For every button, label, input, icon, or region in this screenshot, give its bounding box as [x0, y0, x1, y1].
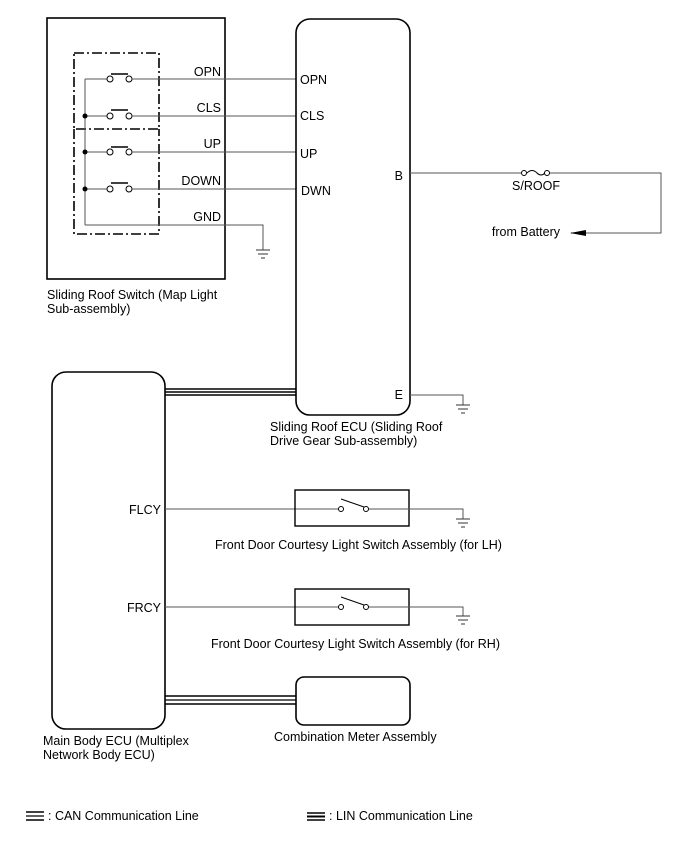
sliding-roof-switch-label-1: Sliding Roof Switch (Map Light — [47, 288, 218, 302]
ground-icon — [456, 615, 470, 625]
switch-group-lower-dashed — [73, 129, 160, 235]
door-switch-lh-label: Front Door Courtesy Light Switch Assembl… — [215, 538, 502, 552]
main-body-ecu-label-1: Main Body ECU (Multiplex — [43, 734, 190, 748]
main-body-ecu-box — [51, 371, 166, 730]
door-switch-rh-icon — [338, 596, 369, 610]
ecu-pin-cls: CLS — [300, 109, 324, 123]
battery-source-label: from Battery — [492, 225, 561, 239]
door-switch-rh-label: Front Door Courtesy Light Switch Assembl… — [211, 637, 500, 651]
lin-legend-label: : LIN Communication Line — [329, 809, 473, 823]
sliding-roof-ecu-label-1: Sliding Roof ECU (Sliding Roof — [270, 420, 443, 434]
junction-dot — [82, 113, 88, 119]
ground-icon — [256, 249, 270, 259]
ecu-pin-e: E — [395, 388, 403, 402]
main-ecu-pin-flcy: FLCY — [129, 503, 162, 517]
sliding-roof-switch-label-2: Sub-assembly) — [47, 302, 130, 316]
ecu-pin-dwn: DWN — [301, 184, 331, 198]
wire-gnd — [85, 224, 264, 250]
switch-group-upper-dashed — [73, 52, 160, 130]
main-ecu-pin-frcy: FRCY — [127, 601, 162, 615]
sliding-roof-switch-box — [46, 17, 226, 280]
push-switch-down — [106, 182, 133, 193]
fuse-icon — [521, 170, 550, 176]
switch-pin-gnd: GND — [193, 210, 221, 224]
push-switch-opn — [106, 73, 133, 83]
combination-meter-label: Combination Meter Assembly — [274, 730, 437, 744]
lin-line-sliding-roof — [165, 388, 296, 396]
can-legend-icon — [26, 811, 44, 821]
wire-lh-ground — [369, 508, 464, 519]
wire-battery — [550, 172, 662, 234]
push-switch-cls — [106, 109, 133, 120]
push-switch-up — [106, 146, 133, 156]
junction-dot — [82, 149, 88, 155]
door-switch-lh-icon — [338, 498, 369, 512]
switch-pin-up: UP — [204, 137, 221, 151]
lin-legend-icon — [307, 812, 325, 821]
sliding-roof-ecu-label-2: Drive Gear Sub-assembly) — [270, 434, 417, 448]
sliding-roof-ecu-box — [295, 18, 411, 416]
ground-icon — [456, 404, 470, 414]
junction-dot — [82, 186, 88, 192]
switch-pin-opn: OPN — [194, 65, 221, 79]
ecu-pin-up: UP — [300, 147, 317, 161]
can-legend-label: : CAN Communication Line — [48, 809, 199, 823]
door-switch-lh-box — [294, 489, 410, 527]
ecu-pin-b: B — [395, 169, 403, 183]
ecu-pin-opn: OPN — [300, 73, 327, 87]
switch-pin-down: DOWN — [181, 174, 221, 188]
switch-pin-cls: CLS — [197, 101, 221, 115]
wire-e — [410, 394, 464, 405]
main-body-ecu-label-2: Network Body ECU) — [43, 748, 155, 762]
fuse-label: S/ROOF — [512, 179, 560, 193]
combination-meter-box — [295, 676, 411, 726]
wire-rh-ground — [369, 606, 464, 616]
ground-icon — [456, 518, 470, 528]
can-line-combination-meter — [165, 695, 296, 705]
